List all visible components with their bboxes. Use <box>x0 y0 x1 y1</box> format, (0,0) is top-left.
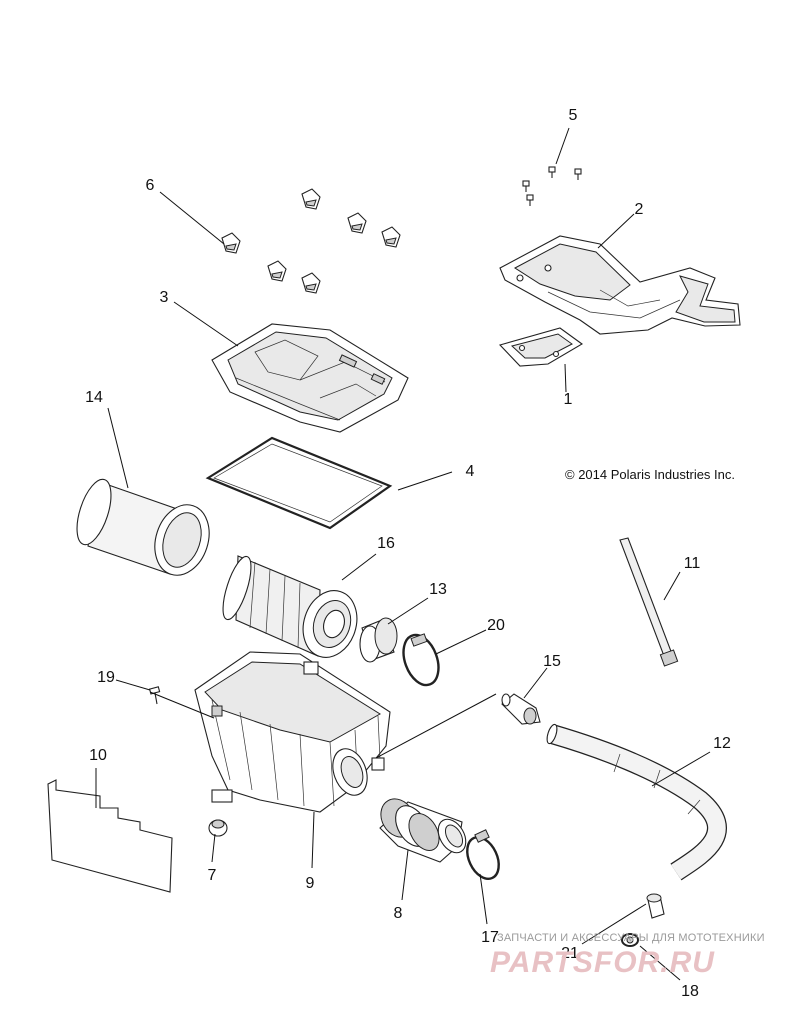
callout-17: 17 <box>481 929 499 946</box>
callout-14: 14 <box>85 389 103 406</box>
watermark-subtitle: ЗАПЧАСТИ И АКСЕССУАРЫ ДЛЯ МОТОТЕХНИКИ <box>497 932 765 944</box>
part-10-panel <box>47 779 173 893</box>
part-12-drain-hose <box>546 723 727 881</box>
callout-labels: 1 2 3 4 5 6 7 8 9 10 11 12 13 14 15 16 1… <box>85 107 731 1000</box>
callout-11: 11 <box>684 555 701 572</box>
part-11-cable-tie <box>619 537 679 667</box>
part-18-clamp <box>621 933 639 947</box>
part-5-screws <box>522 166 582 206</box>
callout-16: 16 <box>377 535 395 552</box>
part-3-airbox-lid <box>211 323 409 433</box>
part-8-outlet-boot <box>379 798 467 863</box>
copyright-text: © 2014 Polaris Industries Inc. <box>565 467 735 482</box>
callout-1: 1 <box>564 391 573 408</box>
callout-2: 2 <box>635 201 644 218</box>
part-13-coupler-ring <box>359 617 398 663</box>
callout-5: 5 <box>569 107 578 124</box>
callout-10: 10 <box>89 747 107 764</box>
part-15-drain-fitting <box>501 693 541 725</box>
callout-20: 20 <box>487 617 505 634</box>
callout-8: 8 <box>394 905 403 922</box>
watermark-brand: PARTSFOR.RU <box>490 946 715 979</box>
part-20-hose-clamp <box>402 633 440 687</box>
part-21-hose-cap <box>646 893 665 919</box>
callout-4: 4 <box>466 463 475 480</box>
part-1-gasket-plate <box>498 327 584 367</box>
callout-15: 15 <box>543 653 561 670</box>
leader-lines <box>95 127 711 981</box>
callout-13: 13 <box>429 581 447 598</box>
callout-18: 18 <box>681 983 699 1000</box>
callout-12: 12 <box>713 735 731 752</box>
callout-19: 19 <box>97 669 115 686</box>
part-4-lid-gasket <box>205 436 393 530</box>
part-9-airbox <box>194 651 391 813</box>
part-7-grommet <box>208 819 228 837</box>
part-6-clamps <box>221 188 401 294</box>
callout-9: 9 <box>306 875 315 892</box>
callout-7: 7 <box>208 867 217 884</box>
part-19-screw <box>148 686 161 705</box>
part-2-intake-duct <box>499 235 741 335</box>
callout-6: 6 <box>146 177 155 194</box>
part-17-hose-clamp <box>466 829 500 880</box>
callout-21: 21 <box>561 945 579 962</box>
part-16-air-filter <box>222 555 358 658</box>
part-14-prefilter-sleeve <box>76 478 210 576</box>
callout-3: 3 <box>160 289 169 306</box>
